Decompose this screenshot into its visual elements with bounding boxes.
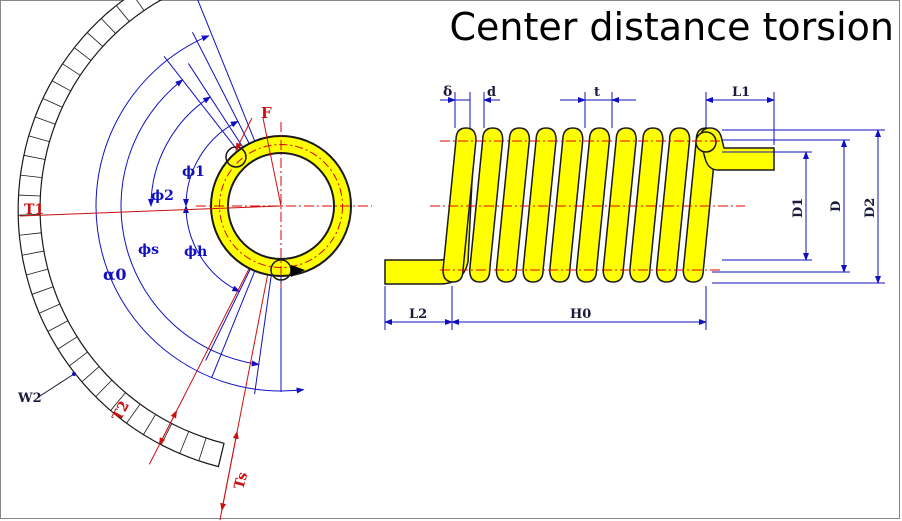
- label-H0: H0: [570, 307, 591, 322]
- torque-band-tick: [62, 63, 81, 76]
- torque-band-tick: [126, 403, 141, 424]
- diagram-title: Center distance torsion: [449, 5, 894, 49]
- coil-turn: [575, 127, 611, 283]
- torque-band-tick: [69, 351, 88, 367]
- torque-band-tick: [57, 336, 78, 350]
- label-L1: L1: [732, 85, 750, 100]
- leg-L1: [699, 127, 775, 171]
- torque-band-tick: [51, 80, 71, 92]
- coil-end-right: [695, 131, 717, 153]
- torque-band-tick: [198, 437, 207, 461]
- label-D1: D1: [791, 198, 806, 218]
- label-phis: ϕs: [138, 242, 159, 258]
- label-L2: L2: [409, 307, 427, 322]
- W2-dot: [72, 372, 76, 376]
- label-phih: ϕh: [184, 244, 207, 260]
- angle-arcs: [95, 35, 305, 394]
- dim-Ts: [220, 430, 239, 512]
- torsion-angle-view: F T1 ϕ1 ϕ2 ϕs ϕh α0 T2 Ts W2: [17, 0, 372, 521]
- W2-leader: [39, 373, 75, 397]
- label-delta: δ: [443, 84, 452, 100]
- force-arrow: [235, 117, 253, 151]
- torque-band-tick: [95, 379, 113, 398]
- arc-alpha0: [95, 35, 305, 394]
- torque-band-tick: [86, 32, 103, 47]
- torque-band-tick: [74, 47, 92, 61]
- label-phi1: ϕ1: [182, 164, 205, 180]
- T1-line: [19, 205, 282, 217]
- torque-band-tick: [23, 154, 46, 160]
- torque-band-tick: [42, 98, 63, 108]
- dim-T2: [158, 410, 178, 446]
- torque-band-tick: [179, 431, 190, 454]
- label-W2: W2: [17, 391, 42, 406]
- label-alpha0: α0: [103, 265, 126, 284]
- torque-band-tick: [18, 214, 41, 216]
- dimension-lines: [384, 92, 885, 330]
- spring-end-view: [196, 122, 372, 288]
- label-t: t: [594, 85, 600, 100]
- torque-band-tick: [136, 0, 145, 11]
- torque-band-tick: [19, 232, 42, 236]
- force-line: [262, 117, 282, 207]
- torque-band-tick: [81, 366, 100, 383]
- label-force: F: [261, 104, 272, 122]
- torque-band-tick: [115, 5, 130, 22]
- label-Ts: Ts: [231, 470, 251, 491]
- coil-turns: [442, 127, 718, 283]
- torque-band-tick: [100, 18, 116, 34]
- torque-band-tick: [143, 414, 156, 435]
- torque-band-tick: [28, 135, 50, 143]
- label-D2: D2: [863, 198, 878, 218]
- torque-band-tick: [18, 194, 41, 197]
- coil-turn: [629, 127, 664, 283]
- label-T1: T1: [24, 202, 44, 218]
- rotation-indicator-icon: [291, 265, 305, 277]
- spring-side-view: δ d t L1 L2 H0 D1 D D2: [384, 84, 885, 330]
- torque-band-tick: [39, 303, 61, 314]
- label-D: D: [829, 201, 844, 212]
- torque-band-tick: [26, 268, 48, 276]
- label-d: d: [487, 85, 496, 100]
- coil-turn: [682, 127, 718, 283]
- torque-band-tick: [31, 286, 54, 295]
- torque-band-tick: [21, 250, 44, 256]
- label-phi2: ϕ2: [151, 188, 174, 204]
- torque-band-tick: [110, 392, 126, 411]
- torque-band-tick: [34, 116, 56, 125]
- torque-band-tick: [20, 174, 43, 179]
- torque-band-tick: [47, 320, 69, 332]
